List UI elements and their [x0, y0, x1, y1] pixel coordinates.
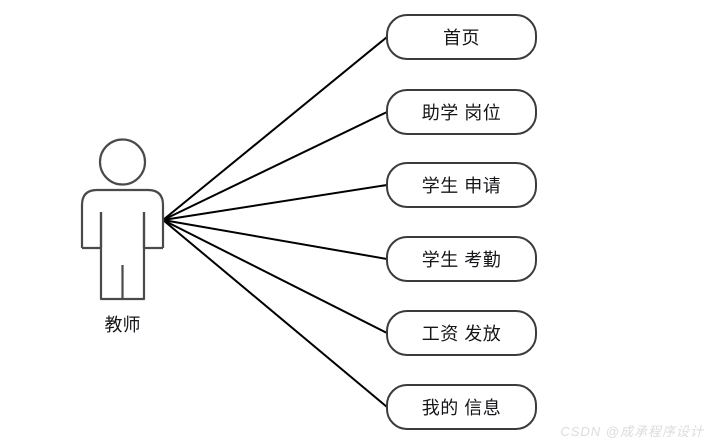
- use-case-shape-home[interactable]: [386, 14, 537, 60]
- use-case-shape-assistant-post[interactable]: [386, 89, 537, 135]
- assoc-my-info-line[interactable]: [162, 219, 388, 408]
- actor-left-arm-icon: [82, 212, 103, 250]
- use-case-shape-student-apply[interactable]: [386, 162, 537, 208]
- association-lines: [162, 36, 388, 408]
- assoc-home-line[interactable]: [162, 36, 388, 221]
- teacher-actor-figure[interactable]: [80, 138, 165, 301]
- actor-head-icon: [98, 138, 147, 186]
- assoc-student-attend-line[interactable]: [162, 219, 388, 260]
- use-case-shapes: [386, 14, 537, 430]
- assoc-assistant-post-line[interactable]: [162, 111, 388, 221]
- teacher-actor-label: 教师: [104, 315, 141, 335]
- csdn-watermark: CSDN @成承程序设计: [560, 424, 704, 439]
- assoc-student-apply-line[interactable]: [162, 184, 388, 221]
- actor-right-arm-icon: [142, 212, 163, 250]
- assoc-salary-payment-line[interactable]: [162, 219, 388, 334]
- use-case-shape-my-info[interactable]: [386, 384, 537, 430]
- use-case-shape-salary-payment[interactable]: [386, 310, 537, 356]
- use-case-shape-student-attend[interactable]: [386, 236, 537, 282]
- actor-torso-icon: [80, 188, 165, 248]
